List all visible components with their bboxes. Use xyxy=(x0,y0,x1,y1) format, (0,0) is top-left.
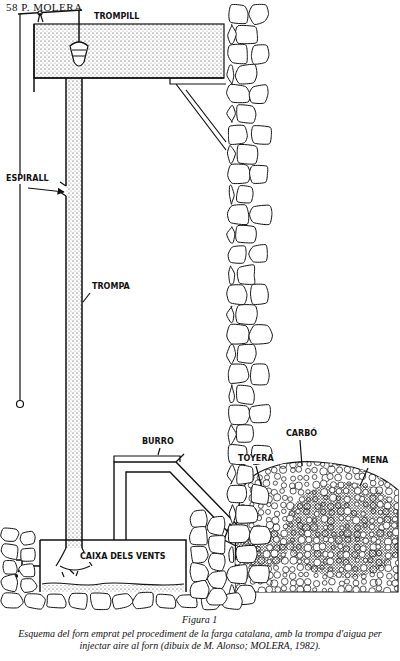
part-label: TROMPILL xyxy=(92,12,141,22)
stone xyxy=(249,4,269,24)
stone xyxy=(69,593,87,609)
part-label: BURRO xyxy=(140,437,176,447)
stone xyxy=(1,544,18,560)
stone xyxy=(112,594,133,609)
stone xyxy=(249,566,270,583)
stone xyxy=(3,561,17,575)
stone xyxy=(236,505,258,523)
stone xyxy=(237,144,258,164)
stone xyxy=(227,205,248,225)
stone xyxy=(21,579,37,593)
stone xyxy=(1,593,23,608)
stone xyxy=(229,385,234,403)
part-label: ESPIRALL xyxy=(4,174,51,184)
figure-number: Figura 1 xyxy=(180,614,219,626)
part-label: TROMPA xyxy=(90,282,132,292)
stone xyxy=(236,225,257,243)
stone xyxy=(228,164,251,184)
stone xyxy=(47,594,66,608)
stone xyxy=(227,565,248,584)
part-label: TOYERA xyxy=(236,454,276,464)
stone xyxy=(237,186,254,203)
stone xyxy=(229,547,234,563)
stone xyxy=(227,65,234,84)
stone xyxy=(228,525,250,543)
stone xyxy=(228,24,237,43)
stone xyxy=(227,344,236,364)
stone xyxy=(190,580,209,598)
stone xyxy=(249,165,267,183)
stone xyxy=(24,594,45,609)
stone xyxy=(190,510,207,528)
stone xyxy=(227,227,235,243)
stone xyxy=(251,45,269,64)
stone xyxy=(235,64,257,84)
part-label: CAIXA DELS VENTS xyxy=(78,552,168,562)
stone xyxy=(251,284,269,304)
stone xyxy=(208,553,225,571)
stone xyxy=(228,425,236,445)
stone xyxy=(209,536,226,554)
stone xyxy=(237,465,253,484)
stone xyxy=(227,145,235,163)
stone xyxy=(228,125,247,144)
figure-caption: Esquema del forn emprat pel procediment … xyxy=(6,628,394,652)
stone xyxy=(226,306,233,323)
stone xyxy=(227,465,236,485)
stone xyxy=(228,44,248,64)
stone xyxy=(235,25,257,43)
stone xyxy=(207,571,226,589)
stone xyxy=(19,564,35,577)
stone xyxy=(250,364,269,385)
stone xyxy=(227,105,236,122)
stone xyxy=(249,85,268,104)
part-label: CARBÓ xyxy=(284,429,319,439)
stone xyxy=(228,364,249,383)
stone xyxy=(251,126,271,145)
stone xyxy=(21,548,35,561)
stone xyxy=(229,505,235,525)
stone xyxy=(249,245,268,263)
page-header: 58 P. MOLERA xyxy=(4,1,85,14)
stone xyxy=(90,593,111,610)
stone xyxy=(227,324,249,344)
stone xyxy=(237,105,256,123)
stone xyxy=(229,4,248,23)
stone xyxy=(229,185,234,204)
stone xyxy=(207,588,228,605)
part-label: MENA xyxy=(360,456,390,466)
stone xyxy=(227,84,251,102)
stone xyxy=(236,425,253,443)
stone xyxy=(237,385,255,404)
stone xyxy=(249,325,272,344)
stone xyxy=(251,484,268,504)
stone xyxy=(191,546,208,563)
stone xyxy=(133,592,154,608)
stone xyxy=(190,563,208,582)
stone xyxy=(236,305,258,325)
stone xyxy=(156,594,176,608)
stone xyxy=(20,531,35,545)
stone xyxy=(250,205,272,224)
stone xyxy=(190,527,208,545)
stone xyxy=(249,405,270,423)
stone xyxy=(237,344,256,363)
stone xyxy=(249,526,271,544)
stone xyxy=(229,405,250,425)
stone xyxy=(236,545,257,562)
stone xyxy=(227,285,247,305)
stone xyxy=(1,574,18,591)
stone xyxy=(1,528,19,541)
stone xyxy=(207,516,225,535)
stone xyxy=(237,265,255,285)
stone xyxy=(228,246,246,263)
stone xyxy=(229,266,235,284)
stone xyxy=(227,485,247,502)
